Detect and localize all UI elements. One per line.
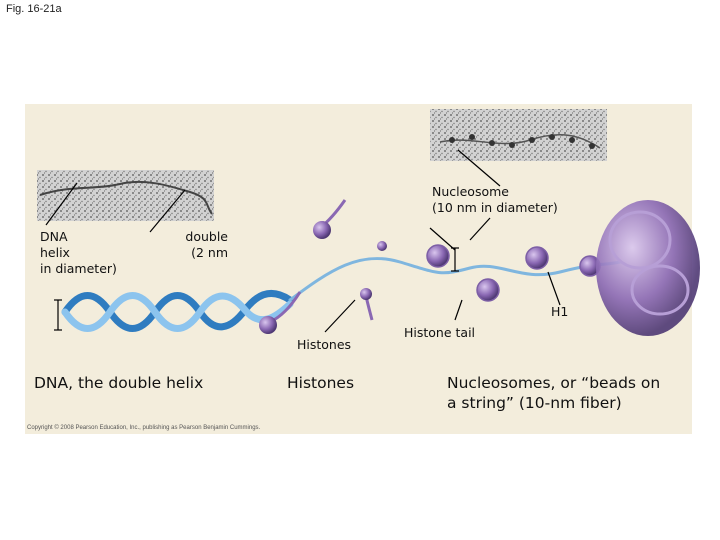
histone-protein-icon <box>259 199 387 334</box>
nucleosome-bead-icon <box>426 244 601 302</box>
h1-label: H1 <box>551 304 569 319</box>
dna-micrograph <box>37 170 214 221</box>
copyright-notice: Copyright © 2008 Pearson Education, Inc.… <box>27 425 261 431</box>
dna-caption: DNA, the double helix <box>34 374 204 392</box>
figure-label: Fig. 16-21a <box>6 3 62 15</box>
nucleosomes-caption: Nucleosomes, or “beads on a string” (10-… <box>447 374 661 412</box>
nucleosome-label: Nucleosome (10 nm in diameter) <box>432 184 558 215</box>
label-leader-lines <box>45 149 561 333</box>
double-2nm-label: double (2 nm <box>185 229 228 260</box>
histones-caption: Histones <box>287 374 355 392</box>
histones-label: Histones <box>297 337 352 352</box>
nucleosome-micrograph <box>430 109 607 161</box>
chromatin-fiber-icon <box>596 200 700 336</box>
histone-tail-label: Histone tail <box>404 325 476 340</box>
dna-helix-label: DNA helix in diameter) <box>40 229 117 276</box>
